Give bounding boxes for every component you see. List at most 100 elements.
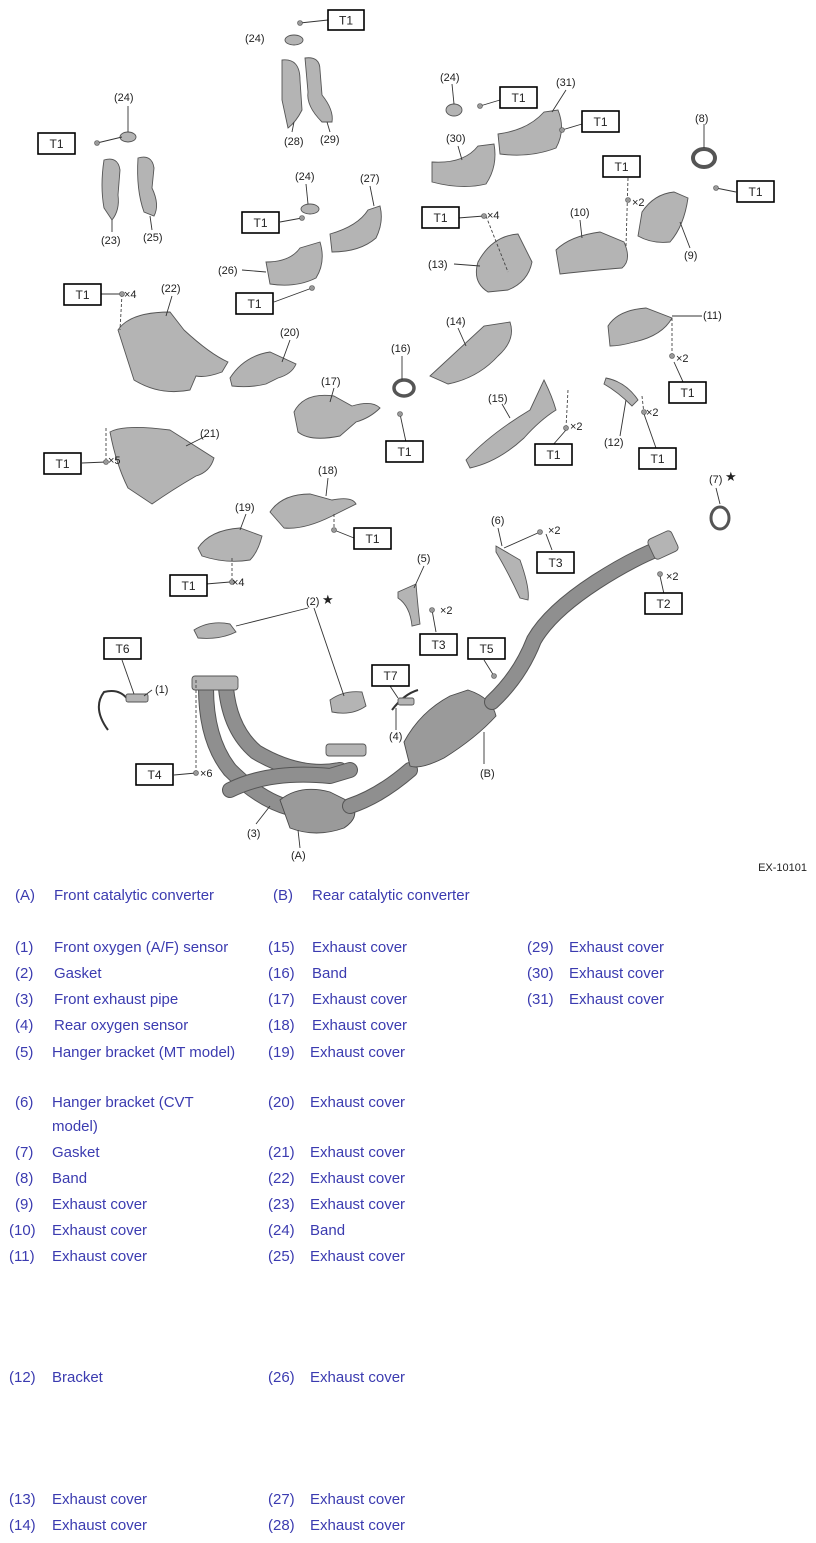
legend-label: Exhaust cover (310, 1248, 406, 1265)
svg-text:×4: ×4 (487, 210, 500, 222)
legend-label: Band (312, 965, 348, 982)
part-1-front-oxygen-sensor (97, 690, 149, 731)
torque-box-t7: T7 (371, 664, 410, 687)
svg-text:T1: T1 (253, 216, 267, 230)
svg-text:(24): (24) (245, 33, 265, 45)
svg-text:T1: T1 (49, 137, 63, 151)
part-22-cover (117, 311, 229, 393)
svg-text:(A): (A) (291, 850, 306, 862)
svg-text:×2: ×2 (676, 353, 689, 365)
legend-number: (7) (15, 1144, 34, 1161)
legend-label: Exhaust cover (310, 1170, 406, 1187)
legend-number: (27) (268, 1491, 295, 1508)
svg-text:×2: ×2 (646, 407, 659, 419)
svg-text:T2: T2 (656, 597, 670, 611)
svg-text:(8): (8) (695, 113, 708, 125)
legend-label: Exhaust cover (312, 939, 408, 956)
svg-text:(13): (13) (428, 259, 448, 271)
part-25-cover (137, 156, 157, 217)
part-20-cover (229, 351, 297, 388)
legend-number: (5) (15, 1044, 34, 1061)
part-24-band-left (119, 131, 137, 143)
part-30-cover (431, 143, 496, 187)
svg-text:T1: T1 (75, 288, 89, 302)
legend-label: Front exhaust pipe (54, 991, 179, 1008)
part-9-cover (637, 191, 689, 243)
exhaust-exploded-diagram: T1 T1 T1 T1 T1 T1 T1 T1 T1 T1 T1 T1 T1 T… (37, 9, 807, 874)
torque-box-t3: T3 (419, 633, 458, 656)
torque-box-t6: T6 (103, 637, 142, 660)
part-4-rear-oxygen-sensor (391, 689, 419, 711)
part-10-cover (555, 231, 628, 275)
svg-text:(14): (14) (446, 316, 466, 328)
svg-text:(26): (26) (218, 265, 238, 277)
legend-number: (16) (268, 965, 295, 982)
legend-number: (31) (527, 991, 554, 1008)
svg-text:(30): (30) (446, 133, 466, 145)
svg-text:×2: ×2 (548, 525, 561, 537)
torque-box-t1: T1 (534, 443, 573, 466)
part-21-cover (109, 427, 215, 505)
legend-number: (17) (268, 991, 295, 1008)
svg-text:×2: ×2 (632, 197, 645, 209)
torque-box-t1: T1 (353, 527, 392, 550)
legend-label: Rear oxygen sensor (54, 1017, 189, 1034)
svg-text:T1: T1 (680, 386, 694, 400)
svg-text:T1: T1 (614, 160, 628, 174)
svg-text:T1: T1 (365, 532, 379, 546)
svg-text:T1: T1 (650, 452, 664, 466)
svg-text:(B): (B) (480, 768, 495, 780)
legend-number: (10) (9, 1222, 36, 1239)
svg-text:T4: T4 (147, 768, 161, 782)
legend-number: (3) (15, 991, 34, 1008)
multiplier-labels: ×4 ×2 ×4 ×2 ×2 ×2 ×5 ×4 ×2 ×2 ×2 ×6 (108, 197, 689, 780)
svg-text:(24): (24) (295, 171, 315, 183)
svg-text:(17): (17) (321, 376, 341, 388)
legend-label: Exhaust cover (310, 1517, 406, 1534)
legend-label: Exhaust cover (569, 991, 665, 1008)
torque-box-t1: T1 (43, 452, 82, 475)
legend-label: Hanger bracket (CVT (52, 1094, 194, 1111)
torque-box-t1: T1 (235, 292, 274, 315)
svg-text:T1: T1 (181, 579, 195, 593)
part-B-rear-catalytic-converter (342, 530, 679, 814)
legend-number: (9) (15, 1196, 34, 1213)
svg-text:×4: ×4 (232, 577, 245, 589)
legend-number: (2) (15, 965, 34, 982)
svg-text:(2): (2) (306, 596, 319, 608)
svg-text:(3): (3) (247, 828, 260, 840)
legend-label: Front catalytic converter (54, 887, 215, 904)
svg-text:T6: T6 (115, 642, 129, 656)
svg-text:(25): (25) (143, 232, 163, 244)
part-14-cover (429, 321, 512, 385)
part-24-band-mid (300, 203, 320, 215)
legend-label: Exhaust cover (52, 1222, 148, 1239)
svg-text:(29): (29) (320, 134, 340, 146)
torque-box-t1: T1 (638, 447, 677, 470)
torque-box-t1: T1 (169, 574, 208, 597)
legend-number: (20) (268, 1094, 295, 1111)
svg-text:(10): (10) (570, 207, 590, 219)
svg-text:×6: ×6 (200, 768, 213, 780)
part-24-band-top (284, 34, 304, 46)
legend-number: (30) (527, 965, 554, 982)
torque-box-t1: T1 (602, 155, 641, 178)
legend-number: (21) (268, 1144, 295, 1161)
part-18-cover (269, 493, 357, 529)
legend-label-cont: model) (52, 1118, 98, 1135)
torque-box-t4: T4 (135, 763, 174, 786)
legend-number: (12) (9, 1369, 36, 1386)
svg-text:★: ★ (322, 592, 334, 607)
svg-text:(19): (19) (235, 502, 255, 514)
legend-label: Exhaust cover (310, 1144, 406, 1161)
part-11-cover (607, 307, 673, 347)
svg-text:T1: T1 (546, 448, 560, 462)
svg-text:×2: ×2 (666, 571, 679, 583)
part-7-gasket (709, 505, 731, 531)
svg-text:T7: T7 (383, 669, 397, 683)
svg-text:★: ★ (725, 469, 737, 484)
torque-box-t1: T1 (385, 440, 424, 463)
svg-text:(24): (24) (114, 92, 134, 104)
legend-label: Exhaust cover (52, 1517, 148, 1534)
legend-label: Exhaust cover (310, 1196, 406, 1213)
